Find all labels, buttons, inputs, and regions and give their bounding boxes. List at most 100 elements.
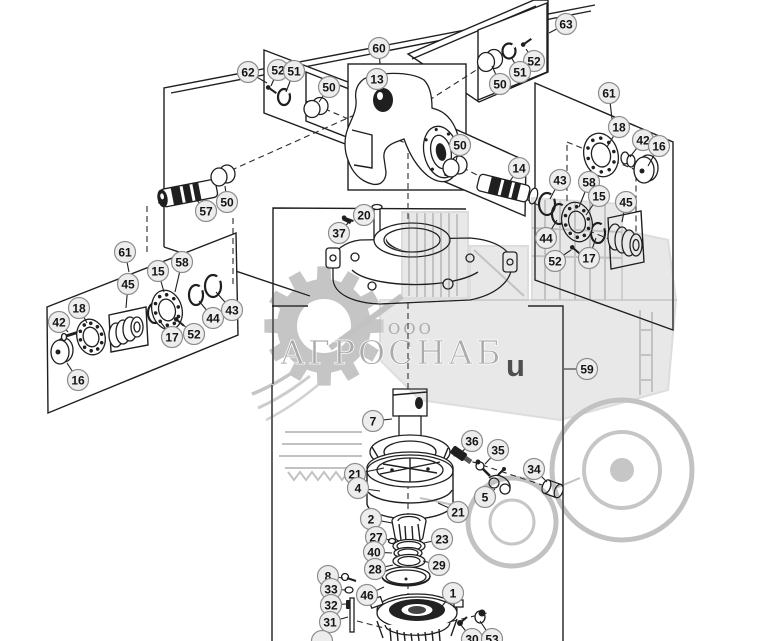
part-bearing-ring bbox=[76, 318, 106, 356]
part-bearing-2 bbox=[391, 513, 427, 544]
svg-text:61: 61 bbox=[602, 87, 616, 101]
svg-text:5: 5 bbox=[482, 491, 489, 505]
watermark-stray-char: u bbox=[506, 348, 525, 383]
svg-text:52: 52 bbox=[527, 55, 541, 69]
part-snap-ring bbox=[187, 283, 205, 307]
callout-37: 37 bbox=[327, 221, 351, 245]
svg-text:43: 43 bbox=[553, 174, 567, 188]
callout-18: 18 bbox=[67, 296, 91, 324]
part-bushing-50 bbox=[210, 164, 236, 187]
part-dish-46 bbox=[381, 566, 431, 587]
part-hardware-left bbox=[340, 572, 357, 633]
svg-text:23: 23 bbox=[435, 533, 449, 547]
svg-text:17: 17 bbox=[165, 331, 179, 345]
callout-28: 28 bbox=[363, 557, 394, 581]
callout-17: 17 bbox=[577, 237, 601, 270]
part-spring-45-left bbox=[108, 316, 144, 348]
svg-text:43: 43 bbox=[225, 304, 239, 318]
svg-text:37: 37 bbox=[332, 227, 346, 241]
part-bushing-50 bbox=[476, 48, 504, 73]
callout-32: 32 bbox=[319, 593, 347, 617]
svg-text:62: 62 bbox=[241, 66, 255, 80]
dashed-box-left bbox=[146, 206, 234, 285]
svg-text:34: 34 bbox=[527, 463, 541, 477]
callout-59: 59 bbox=[564, 357, 599, 381]
watermark: ООО АГРОСНАБ u bbox=[251, 196, 695, 569]
svg-text:58: 58 bbox=[175, 256, 189, 270]
callout-61: 61 bbox=[597, 81, 621, 120]
svg-text:13: 13 bbox=[370, 73, 384, 87]
callout-17: 17 bbox=[158, 319, 184, 349]
callout-58: 58 bbox=[170, 250, 194, 293]
callout-51: 51 bbox=[282, 59, 306, 93]
watermark-ooo: ООО bbox=[388, 320, 434, 338]
svg-text:16: 16 bbox=[652, 140, 666, 154]
svg-text:36: 36 bbox=[465, 435, 479, 449]
svg-text:29: 29 bbox=[432, 559, 446, 573]
svg-text:14: 14 bbox=[512, 162, 526, 176]
callout-5: 5 bbox=[473, 485, 497, 509]
svg-text:52: 52 bbox=[187, 328, 201, 342]
callout-4: 4 bbox=[346, 476, 381, 500]
callout-50: 50 bbox=[488, 65, 512, 96]
svg-text:32: 32 bbox=[324, 599, 338, 613]
watermark-gear-icon bbox=[264, 266, 384, 386]
svg-text:4: 4 bbox=[355, 482, 362, 496]
callout-57: 57 bbox=[194, 198, 218, 223]
svg-text:50: 50 bbox=[322, 81, 336, 95]
callout-cut bbox=[310, 629, 334, 641]
callout-46: 46 bbox=[355, 583, 385, 607]
part-bolt-53 bbox=[474, 609, 486, 624]
callout-34: 34 bbox=[522, 457, 548, 483]
callout-52: 52 bbox=[543, 249, 572, 273]
callout-20: 20 bbox=[352, 203, 376, 227]
svg-text:50: 50 bbox=[220, 196, 234, 210]
svg-text:42: 42 bbox=[52, 316, 66, 330]
svg-text:57: 57 bbox=[199, 205, 213, 219]
part-screw-52 bbox=[520, 38, 532, 47]
part-washers-42-right bbox=[620, 151, 636, 168]
svg-text:44: 44 bbox=[539, 232, 553, 246]
svg-text:45: 45 bbox=[121, 278, 135, 292]
callout-52: 52 bbox=[180, 322, 206, 346]
part-pin-57 bbox=[157, 179, 219, 208]
callout-16: 16 bbox=[66, 362, 90, 392]
part-snap-ring bbox=[203, 273, 223, 299]
part-screw-52 bbox=[265, 85, 277, 94]
callout-53: 53 bbox=[479, 620, 504, 641]
part-disc-16-left bbox=[50, 337, 74, 365]
callout-43: 43 bbox=[548, 168, 572, 200]
part-bearing-ring bbox=[582, 132, 620, 178]
svg-text:18: 18 bbox=[612, 121, 626, 135]
svg-text:63: 63 bbox=[559, 18, 573, 32]
part-disc-16-right bbox=[633, 154, 659, 184]
callout-42: 42 bbox=[47, 310, 71, 334]
part-drum-4 bbox=[366, 451, 454, 520]
svg-text:40: 40 bbox=[367, 546, 381, 560]
callout-13: 13 bbox=[365, 67, 389, 97]
svg-text:58: 58 bbox=[582, 176, 596, 190]
svg-text:52: 52 bbox=[548, 255, 562, 269]
svg-text:60: 60 bbox=[372, 42, 386, 56]
callout-1: 1 bbox=[436, 581, 465, 613]
part-bolt-30 bbox=[457, 616, 468, 626]
callout-21: 21 bbox=[437, 500, 470, 524]
callout-50: 50 bbox=[448, 133, 472, 162]
watermark-swoosh bbox=[251, 364, 319, 422]
svg-text:51: 51 bbox=[287, 65, 301, 79]
callout-45: 45 bbox=[116, 272, 140, 309]
svg-text:16: 16 bbox=[71, 374, 85, 388]
callout-30: 30 bbox=[460, 624, 484, 641]
callout-50: 50 bbox=[215, 185, 239, 214]
svg-text:18: 18 bbox=[72, 302, 86, 316]
part-screw-52 bbox=[341, 215, 354, 223]
part-snap-ring bbox=[276, 87, 292, 107]
callout-14: 14 bbox=[507, 156, 531, 185]
svg-text:50: 50 bbox=[493, 78, 507, 92]
callout-44: 44 bbox=[534, 219, 558, 250]
watermark-company: АГРОСНАБ bbox=[280, 333, 503, 372]
callout-15: 15 bbox=[146, 259, 170, 293]
svg-text:59: 59 bbox=[580, 363, 594, 377]
svg-text:7: 7 bbox=[370, 415, 377, 429]
